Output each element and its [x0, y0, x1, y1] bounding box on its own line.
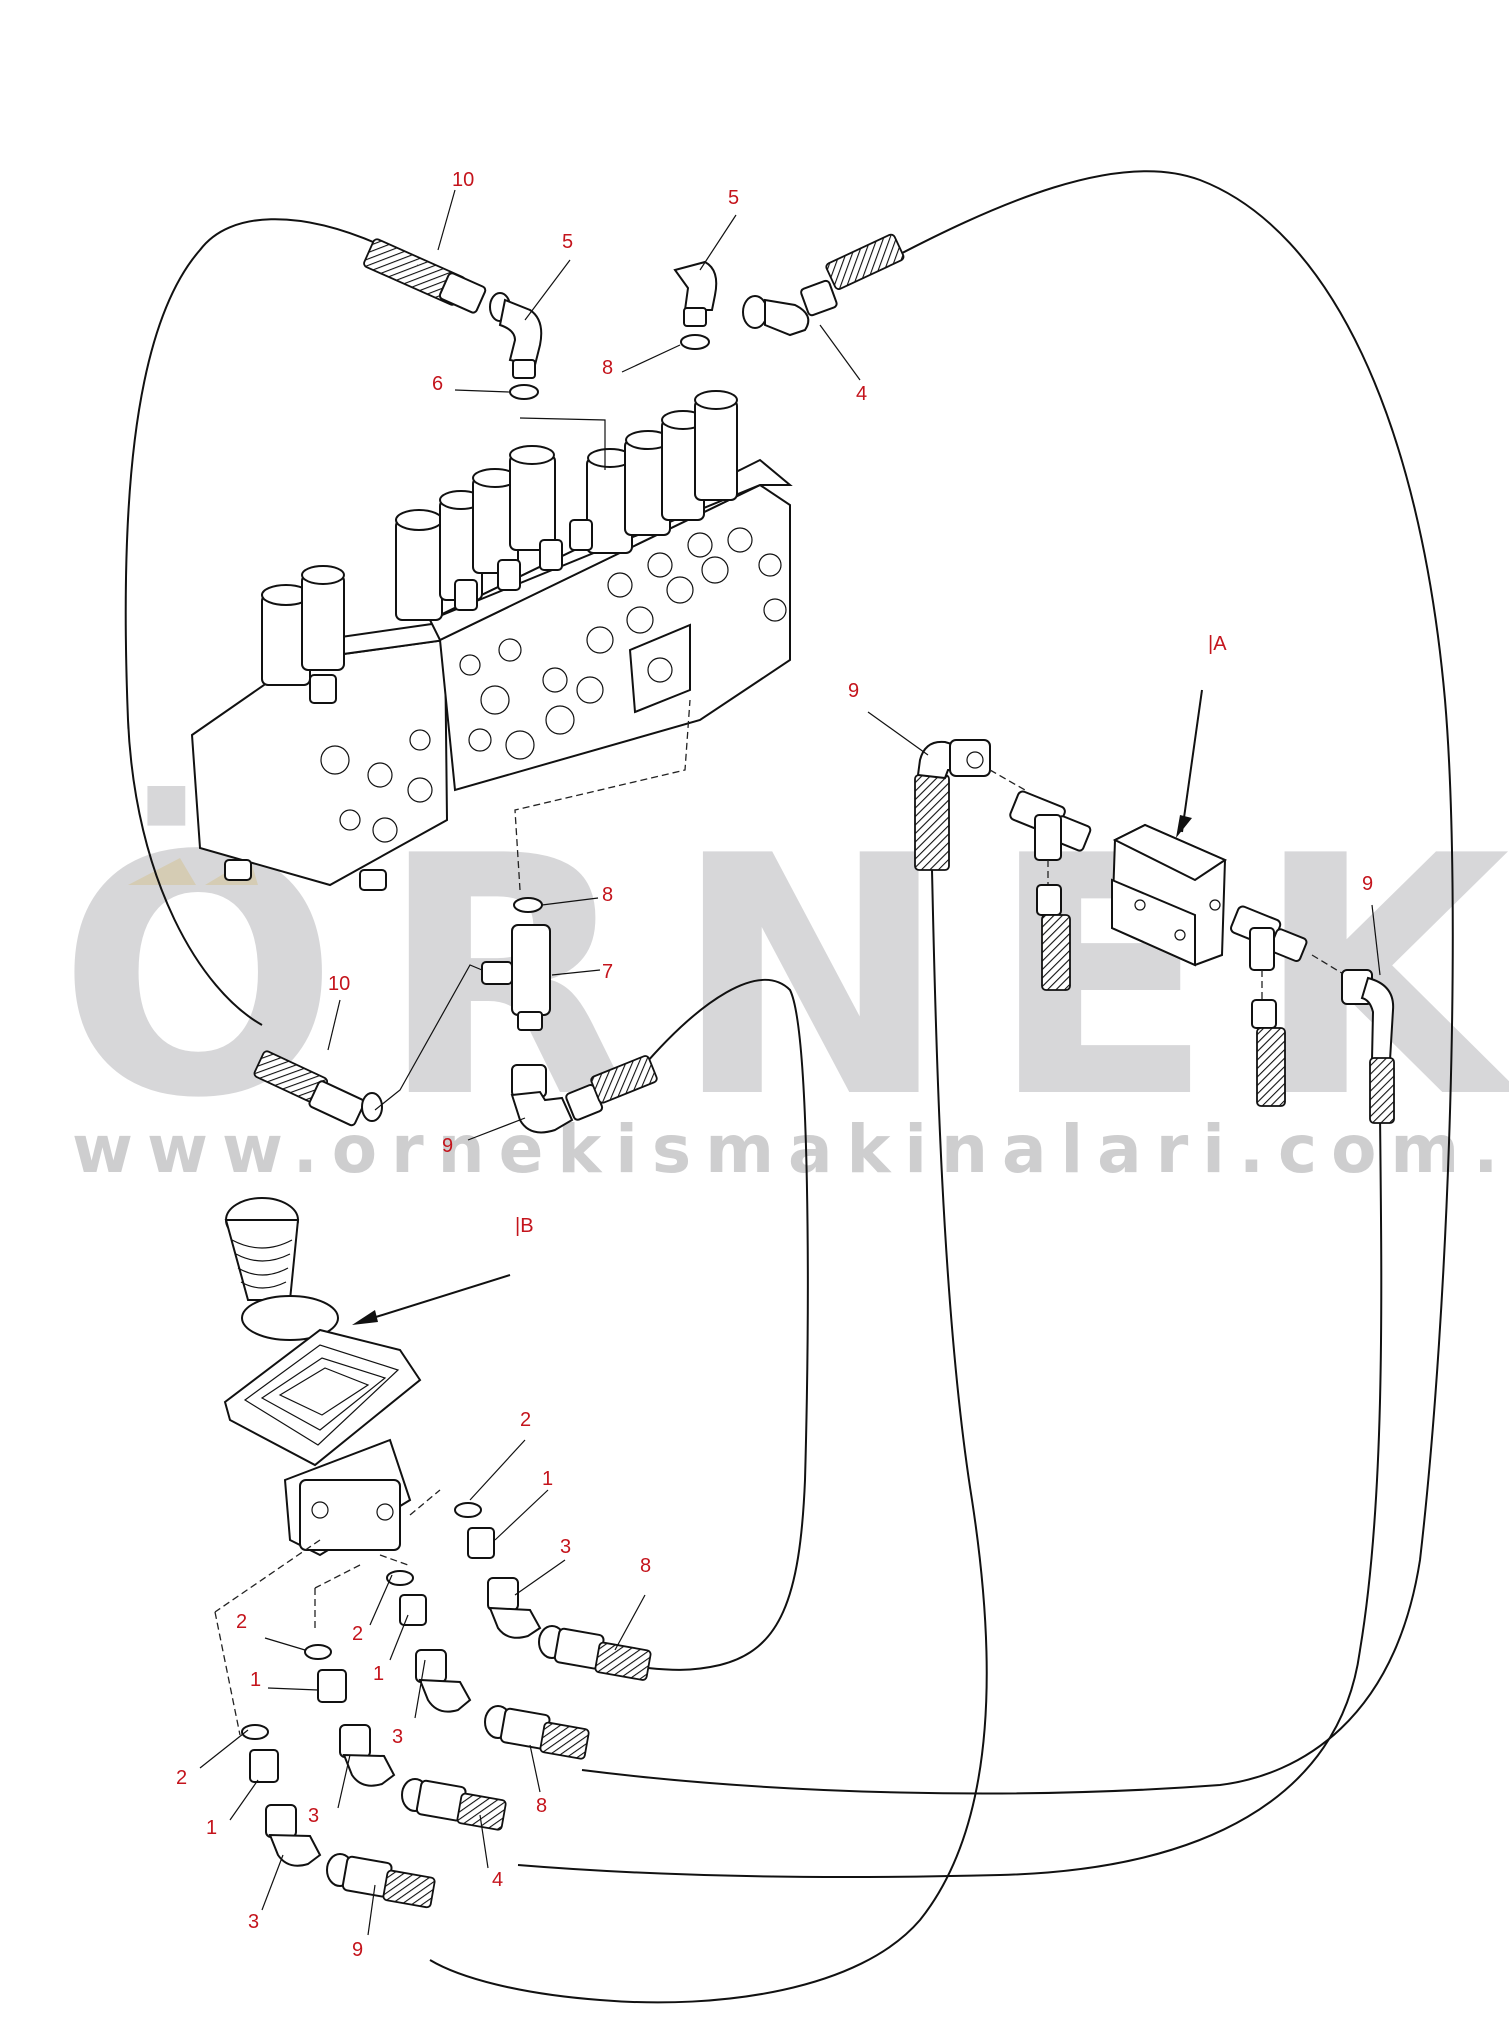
callout-1-mid: 1	[373, 1663, 384, 1685]
reference-mark-a: |A	[1208, 633, 1227, 655]
hose-route-tee-to-joystick	[639, 979, 809, 1671]
callout-5-right: 5	[728, 187, 739, 209]
hose-route-center-long	[429, 869, 988, 2004]
callout-3-ur: 3	[560, 1536, 571, 1558]
callout-3-ll: 3	[248, 1911, 259, 1933]
callout-2-ml: 2	[236, 1611, 247, 1633]
hose-route-left-loop	[124, 218, 379, 1026]
callout-2-mid: 2	[352, 1623, 363, 1645]
callout-1-ll: 1	[206, 1817, 217, 1839]
callout-10-lower: 10	[328, 973, 350, 995]
ref-arrows	[352, 689, 1203, 1325]
hose-routes	[124, 170, 1454, 2004]
joystick-fittings	[241, 1502, 652, 1909]
callout-1-ml: 1	[250, 1669, 261, 1691]
callout-8-top: 8	[602, 357, 613, 379]
callout-9-right: 9	[1362, 873, 1373, 895]
joystick-assembly	[214, 1197, 441, 1736]
distribution-block	[914, 739, 1395, 1124]
callout-8-tee: 8	[602, 884, 613, 906]
leader-port-lower	[514, 699, 691, 891]
callout-8-ur: 8	[640, 1555, 651, 1577]
watermark-website: www.ornekismakinalari.com.tr	[72, 1111, 1509, 1188]
callout-1-ur: 1	[542, 1468, 553, 1490]
callout-9-low: 9	[352, 1939, 363, 1961]
callout-3-mid: 3	[392, 1726, 403, 1748]
callout-6: 6	[432, 373, 443, 395]
callout-3-ml: 3	[308, 1805, 319, 1827]
hose-route-right-loop	[581, 170, 1454, 1795]
callout-8-mid: 8	[536, 1795, 547, 1817]
callout-leaders	[199, 189, 1381, 1936]
callout-7-tee: 7	[602, 961, 613, 983]
control-valve-block	[190, 390, 793, 891]
upper-fittings	[363, 233, 905, 400]
callout-5-left: 5	[562, 231, 573, 253]
callout-10-top: 10	[452, 169, 474, 191]
reference-mark-b: |B	[515, 1215, 534, 1237]
leader-port-upper	[519, 417, 606, 470]
callout-9-center: 9	[848, 680, 859, 702]
callout-2-ll: 2	[176, 1767, 187, 1789]
tee-assembly	[253, 897, 658, 1134]
hose-route-far-right	[517, 1114, 1383, 1878]
callout-labels: 10 5 5 6 8 4 9 8 7 10 9 9 2 1 3 8 2 2 1 …	[176, 169, 1373, 1961]
watermark-accent-left	[128, 858, 196, 885]
callout-9-tee: 9	[442, 1135, 453, 1157]
callout-4-low: 4	[492, 1869, 503, 1891]
callout-2-ur: 2	[520, 1409, 531, 1431]
callout-4-top: 4	[856, 383, 867, 405]
